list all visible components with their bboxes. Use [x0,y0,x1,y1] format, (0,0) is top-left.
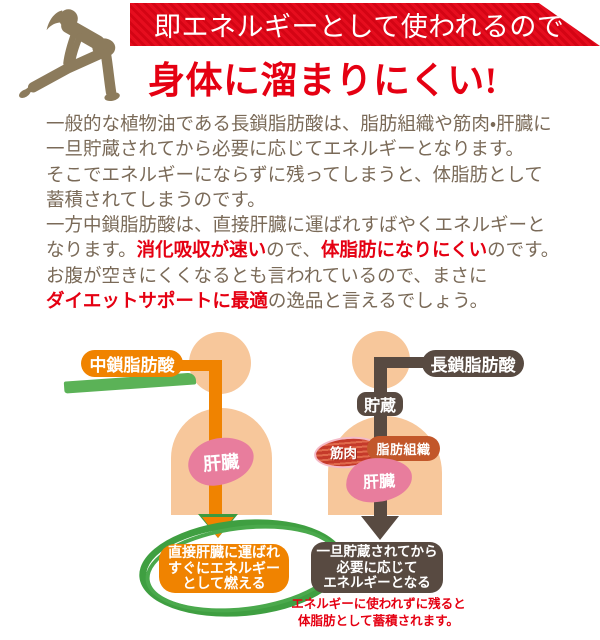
paragraph-line: お腹が空きにくくなるとも言われているので、まさに [46,264,488,286]
exercising-woman-silhouette-icon [19,9,120,102]
paragraph-line: 一般的な植物油である長鎖脂肪酸は、脂肪組織や筋肉・肝臓に [46,113,552,134]
paragraph-line: 一方中鎖脂肪酸は、直接肝臓に運ばれすばやくエネルギーと [46,214,546,236]
highlight-fast-absorption: 消化吸収が速い [136,239,267,261]
paragraph-line: ダイエットサポートに最適の逸品と言えるでしょう。 [46,290,489,312]
paragraph-line: なります。消化吸収が速いので、体脂肪になりにくいのです。 [46,239,560,261]
mct-result-box: 直接肝臓に運ばれ すぐにエネルギー として燃える [159,544,289,593]
highlight-diet-support: ダイエットサポートに最適 [46,290,268,312]
storage-label: 貯蔵 [357,392,403,416]
lct-arrowhead [361,516,399,540]
headline: 身体に溜まりにくい! [148,61,498,102]
muscle-label: 筋肉 [330,446,357,461]
banner-ribbon: 即エネルギーとして使われるので [130,3,600,46]
paragraph-line: そこでエネルギーにならずに残ってしまうと、体脂肪として [46,163,543,185]
fat-tissue-label: 脂肪組織 [367,436,440,461]
highlight-less-body-fat: 体脂肪になりにくい [320,239,488,261]
lct-label: 長鎖脂肪酸 [422,350,524,377]
intro-paragraph: 一般的な植物油である長鎖脂肪酸は、脂肪組織や筋肉・肝臓に 一旦貯蔵されてから必要… [46,111,571,313]
lct-flow-line-horizontal [382,357,424,368]
paragraph-line: 一旦貯蔵されてから必要に応じてエネルギーとなります。 [46,138,525,160]
mct-label: 中鎖脂肪酸 [81,350,183,377]
mct-flow-line-horizontal [176,360,216,371]
banner-label: 即エネルギーとして使われるので [154,12,565,42]
paragraph-line: 蓄積されてしまうのです。 [46,188,266,210]
mct-arrowhead-orange [202,517,234,538]
mct-liver-label: 肝臓 [202,450,240,475]
lct-liver-label: 肝臓 [362,473,396,492]
lct-result-box: 一旦貯蔵されてから 必要に応じて エネルギーとなる [311,542,443,593]
fat-accumulation-caption: エネルギーに使われずに残ると 体脂肪として蓄積されます。 [291,597,466,628]
